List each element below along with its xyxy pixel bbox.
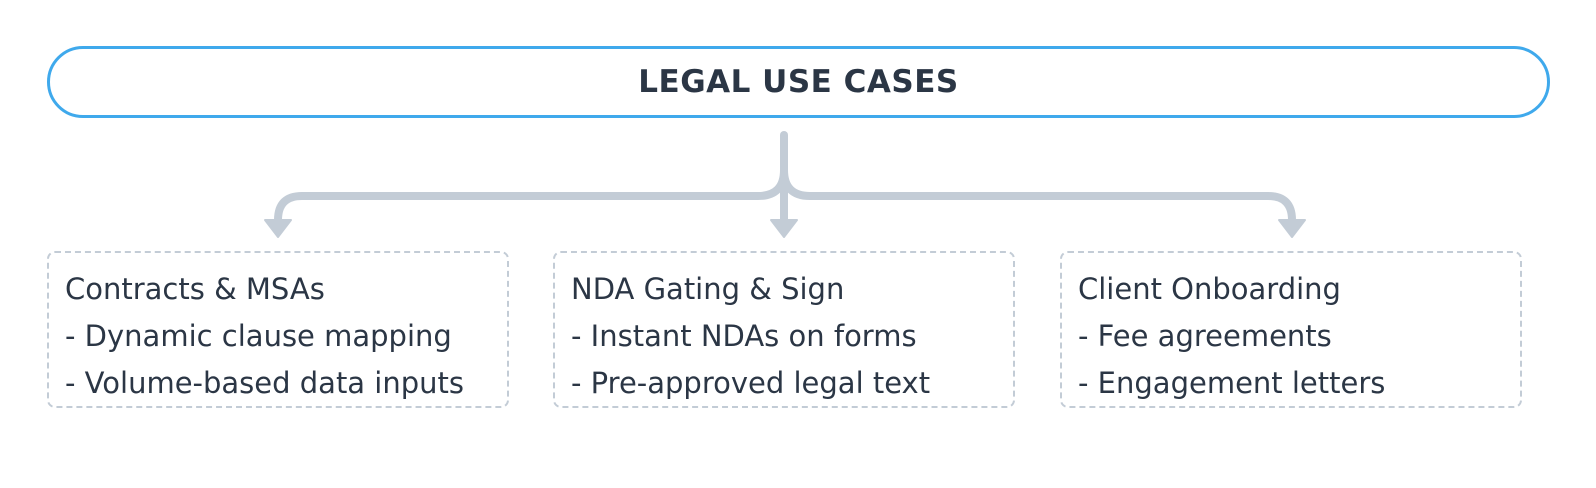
box-item: - Pre-approved legal text — [571, 366, 931, 400]
box-nda: NDA Gating & Sign - Instant NDAs on form… — [553, 251, 1015, 408]
box-heading: Contracts & MSAs — [65, 272, 325, 306]
title-label: LEGAL USE CASES — [638, 64, 959, 100]
right-branch-connector — [780, 166, 1296, 228]
left-branch-connector — [274, 166, 788, 228]
box-item: - Engagement letters — [1078, 366, 1386, 400]
box-item: - Instant NDAs on forms — [571, 319, 917, 353]
box-item: - Volume-based data inputs — [65, 366, 465, 400]
right-arrowhead — [1278, 219, 1306, 238]
box-heading: Client Onboarding — [1078, 272, 1341, 306]
box-item: - Fee agreements — [1078, 319, 1332, 353]
left-arrowhead — [264, 219, 292, 238]
middle-arrowhead — [770, 219, 798, 238]
box-item: - Dynamic clause mapping — [65, 319, 452, 353]
box-contracts: Contracts & MSAs - Dynamic clause mappin… — [47, 251, 509, 408]
title-node: LEGAL USE CASES — [47, 46, 1550, 118]
box-onboarding: Client Onboarding - Fee agreements - Eng… — [1060, 251, 1522, 408]
box-heading: NDA Gating & Sign — [571, 272, 845, 306]
